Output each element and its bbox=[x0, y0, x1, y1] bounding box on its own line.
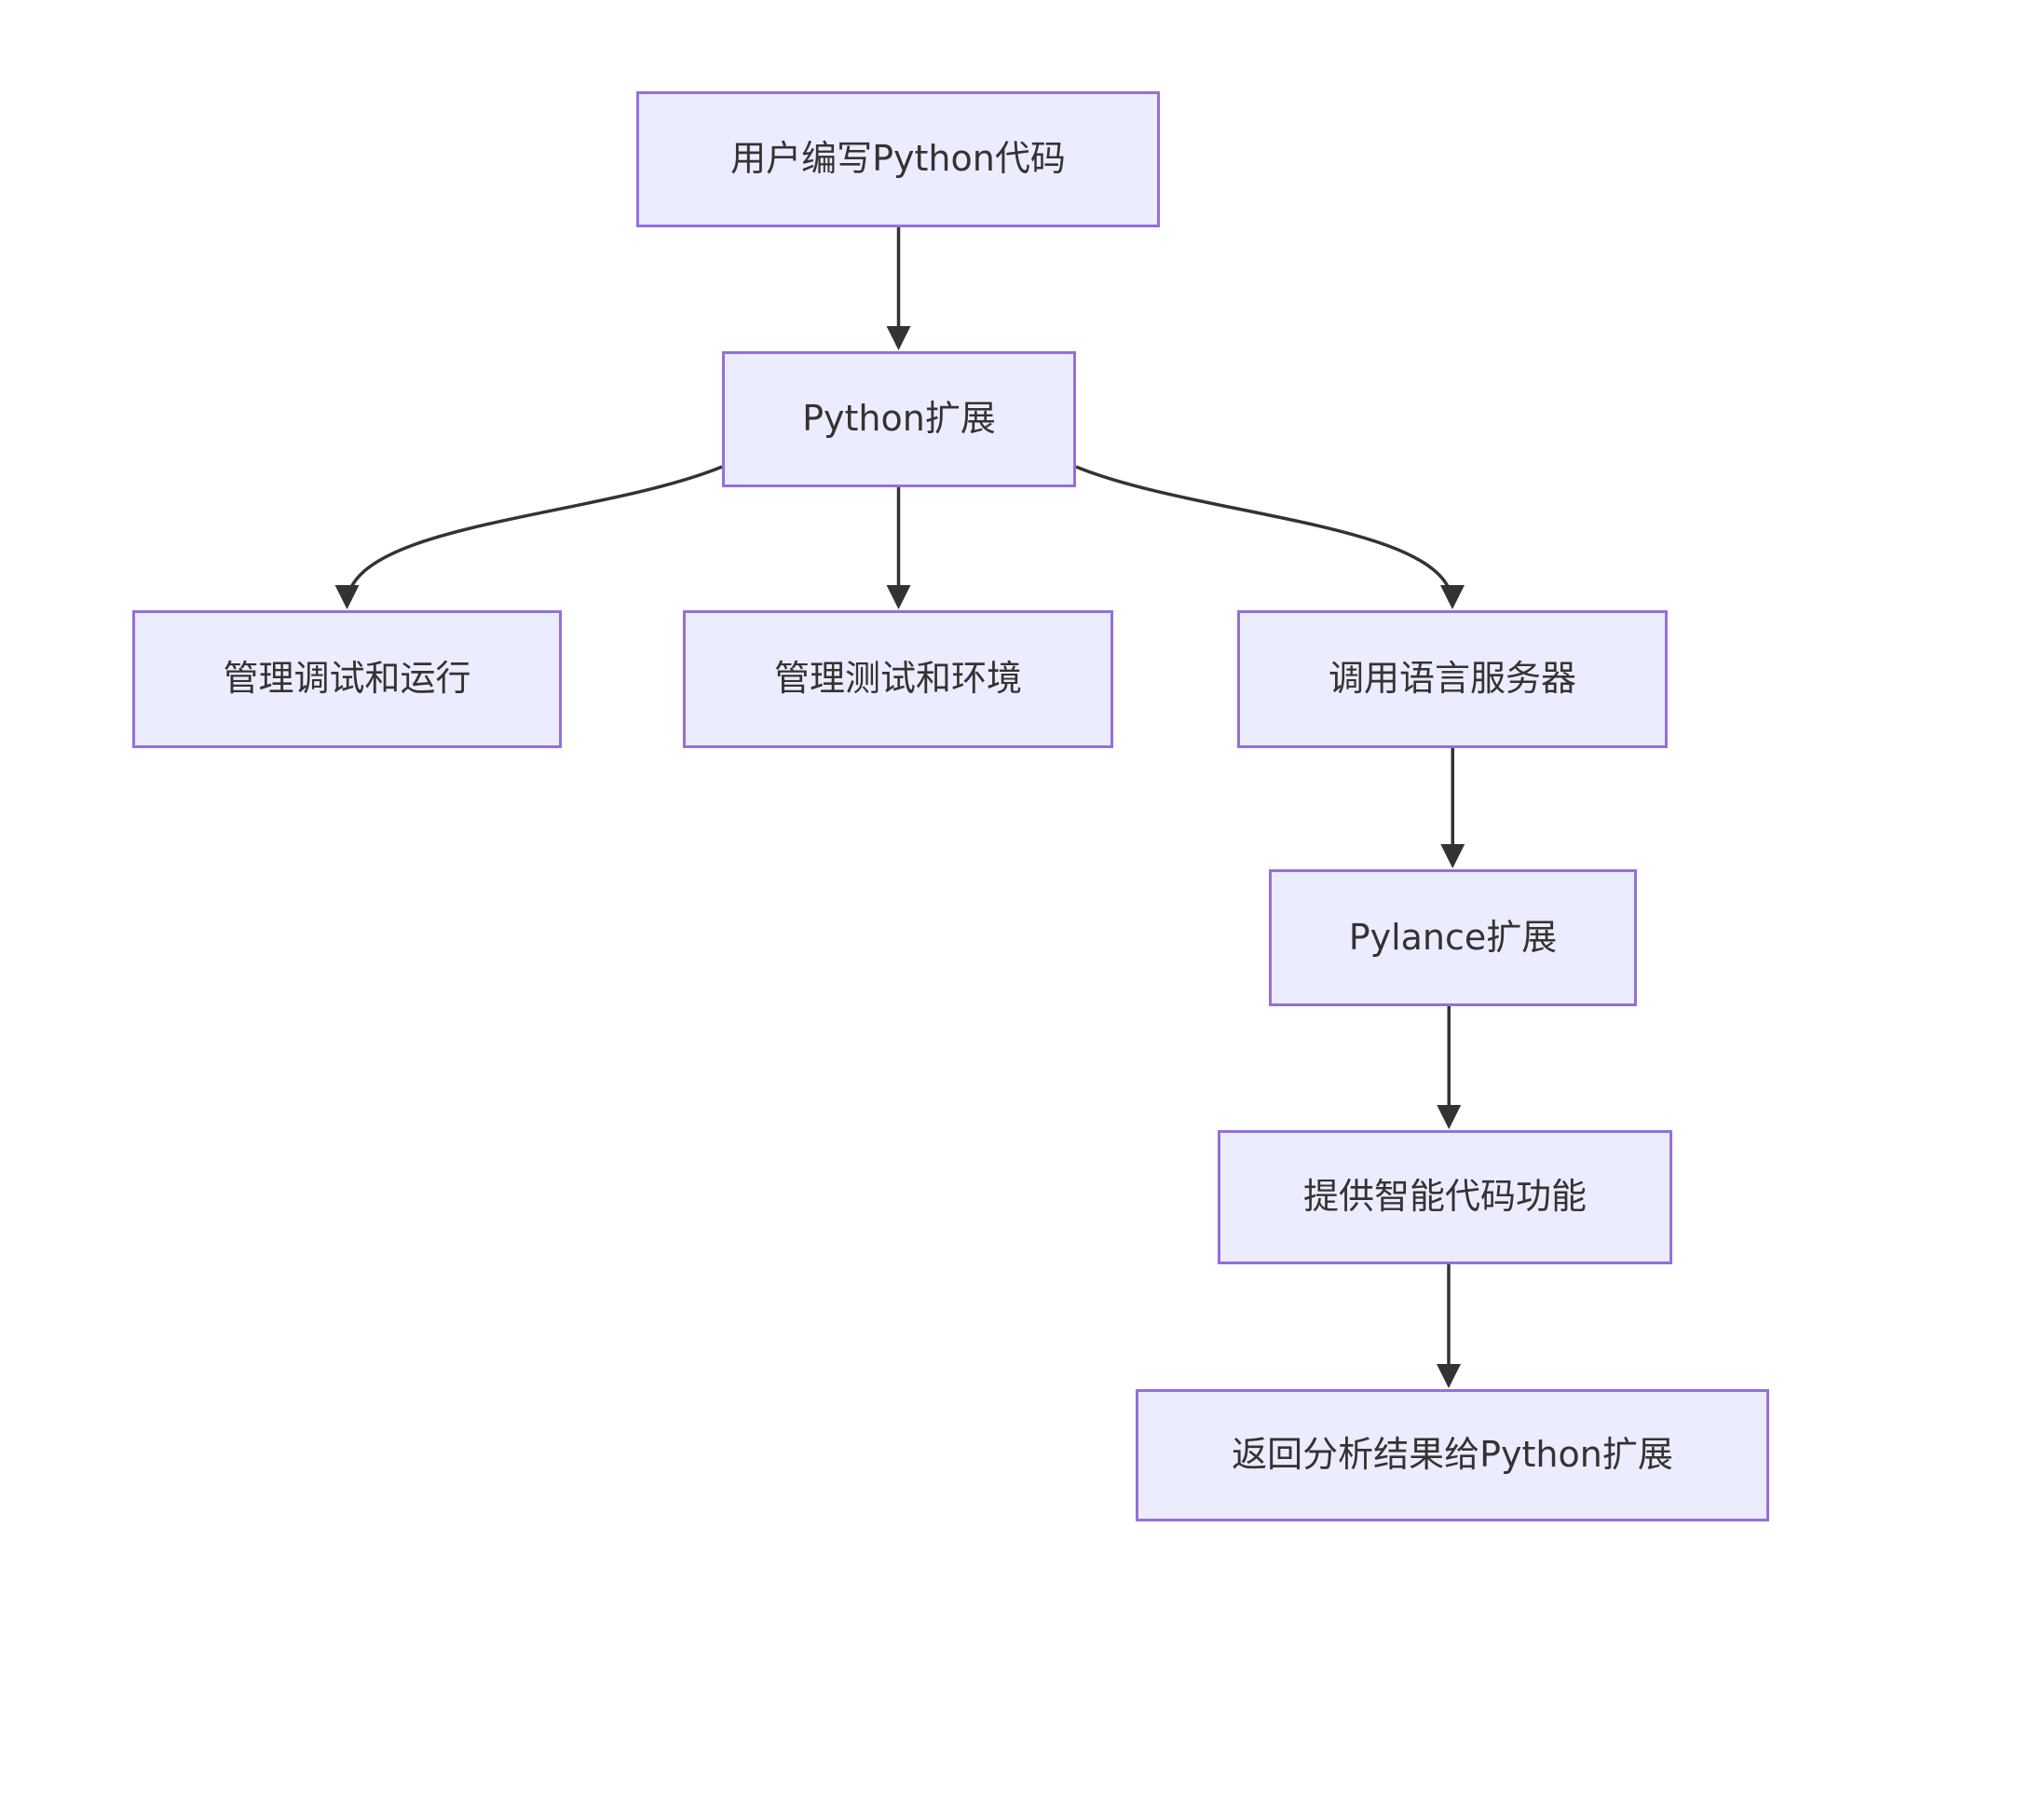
node-label-debug_run: 管理调试和运行 bbox=[223, 658, 471, 700]
flow-node-return_results: 返回分析结果给Python扩展 bbox=[1136, 1389, 1769, 1521]
node-label-user_code: 用户编写Python代码 bbox=[730, 138, 1066, 180]
node-label-test_env: 管理测试和环境 bbox=[773, 658, 1022, 700]
edge-python_ext-debug_run bbox=[345, 465, 723, 606]
edge-python_ext-lang_server bbox=[1075, 465, 1454, 606]
flow-node-user_code: 用户编写Python代码 bbox=[636, 91, 1160, 227]
arrowhead-icon bbox=[886, 326, 911, 350]
flow-node-python_ext: Python扩展 bbox=[722, 351, 1076, 487]
node-label-pylance_ext: Pylance扩展 bbox=[1348, 916, 1558, 958]
flow-node-lang_server: 调用语言服务器 bbox=[1237, 610, 1668, 748]
flow-node-debug_run: 管理调试和运行 bbox=[132, 610, 562, 748]
arrowhead-icon bbox=[886, 585, 911, 609]
arrowhead-icon bbox=[1440, 844, 1465, 868]
flow-node-code_features: 提供智能代码功能 bbox=[1218, 1130, 1672, 1264]
node-label-code_features: 提供智能代码功能 bbox=[1302, 1176, 1587, 1218]
arrowhead-icon bbox=[1437, 1364, 1461, 1388]
flow-node-pylance_ext: Pylance扩展 bbox=[1269, 869, 1637, 1006]
arrowhead-icon bbox=[1440, 585, 1465, 609]
node-label-return_results: 返回分析结果给Python扩展 bbox=[1232, 1434, 1673, 1476]
node-label-lang_server: 调用语言服务器 bbox=[1328, 658, 1576, 700]
arrowhead-icon bbox=[1437, 1105, 1462, 1129]
flow-node-test_env: 管理测试和环境 bbox=[683, 610, 1113, 748]
arrowhead-icon bbox=[334, 585, 360, 609]
node-label-python_ext: Python扩展 bbox=[802, 398, 996, 440]
